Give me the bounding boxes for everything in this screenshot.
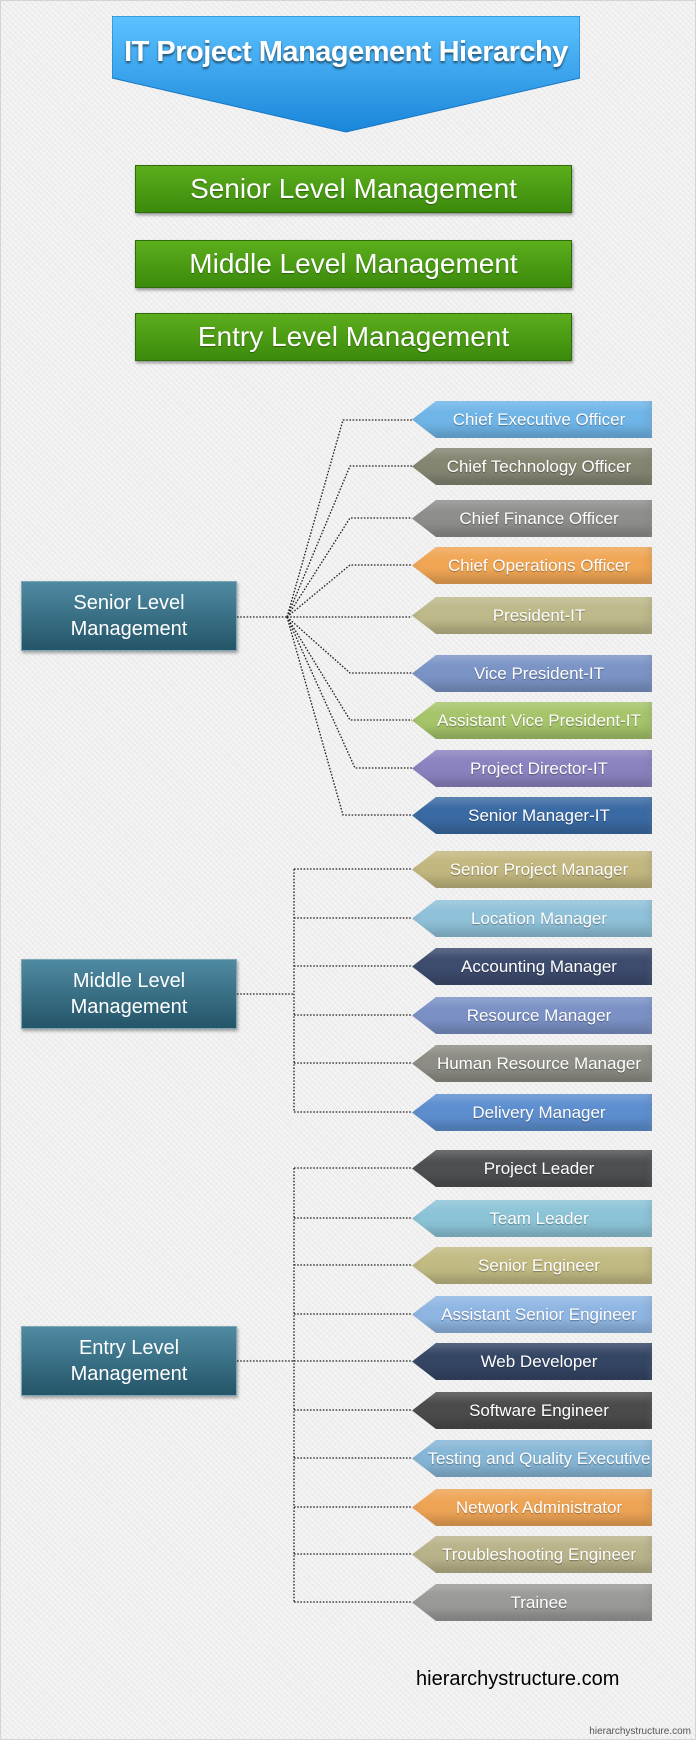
- role-tag: Web Developer: [412, 1343, 652, 1380]
- group-box-senior: Senior Level Management: [21, 581, 237, 651]
- level-bar-senior: Senior Level Management: [135, 165, 572, 213]
- group-box-entry-line2: Management: [70, 1363, 188, 1385]
- connector-senior-8: [286, 616, 412, 769]
- role-tag: Senior Engineer: [412, 1247, 652, 1284]
- connector-senior-1: [286, 419, 412, 618]
- group-box-senior-line1: Senior Level: [73, 592, 185, 614]
- title-banner: IT Project Management Hierarchy: [112, 16, 580, 134]
- role-tag: Accounting Manager: [412, 948, 652, 985]
- connector-senior-3: [286, 517, 412, 618]
- connector-senior-6: [286, 616, 412, 674]
- connector-senior-7: [286, 616, 412, 721]
- group-box-middle: Middle Level Management: [21, 959, 237, 1029]
- role-tag: Assistant Senior Engineer: [412, 1296, 652, 1333]
- role-tag: Troubleshooting Engineer: [412, 1536, 652, 1573]
- group-box-middle-line2: Management: [70, 996, 188, 1018]
- connector-senior-2: [286, 465, 412, 618]
- role-tag: Team Leader: [412, 1200, 652, 1237]
- role-tag: Assistant Vice President-IT: [412, 702, 652, 739]
- role-tag: Chief Executive Officer: [412, 401, 652, 438]
- group-box-entry: Entry Level Management: [21, 1326, 237, 1396]
- role-tag: Testing and Quality Executive: [412, 1440, 652, 1477]
- title-banner-shape: [112, 16, 580, 133]
- role-tag: Delivery Manager: [412, 1094, 652, 1131]
- role-tag: Human Resource Manager: [412, 1045, 652, 1082]
- role-tag: Chief Finance Officer: [412, 500, 652, 537]
- role-tag: President-IT: [412, 597, 652, 634]
- connector-senior-9: [286, 616, 412, 816]
- role-tag: Network Administrator: [412, 1489, 652, 1526]
- role-tag: Software Engineer: [412, 1392, 652, 1429]
- role-tag: Senior Project Manager: [412, 851, 652, 888]
- page-title: IT Project Management Hierarchy: [124, 35, 568, 68]
- role-tag: Chief Technology Officer: [412, 448, 652, 485]
- role-tag: Project Director-IT: [412, 750, 652, 787]
- corner-credit: hierarchystructure.com: [589, 1726, 691, 1737]
- site-credit: hierarchystructure.com: [416, 1668, 620, 1690]
- role-tag: Resource Manager: [412, 997, 652, 1034]
- level-bar-middle: Middle Level Management: [135, 240, 572, 288]
- group-box-middle-line1: Middle Level: [72, 970, 186, 992]
- role-tag: Vice President-IT: [412, 655, 652, 692]
- role-tag: Chief Operations Officer: [412, 547, 652, 584]
- group-box-entry-line1: Entry Level: [78, 1337, 180, 1359]
- role-tag: Project Leader: [412, 1150, 652, 1187]
- role-tag: Trainee: [412, 1584, 652, 1621]
- role-tag: Senior Manager-IT: [412, 797, 652, 834]
- level-bar-entry: Entry Level Management: [135, 313, 572, 361]
- connector-senior-4: [286, 564, 412, 618]
- group-box-senior-line2: Management: [70, 618, 188, 640]
- role-tag: Location Manager: [412, 900, 652, 937]
